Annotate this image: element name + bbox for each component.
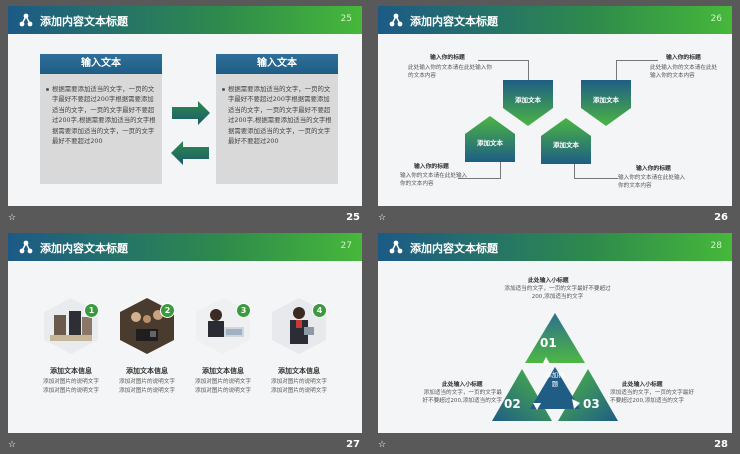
- item-desc: 添加对图片的说明文字添加对图片的说明文字: [271, 379, 327, 394]
- share-nodes-icon: [19, 240, 33, 254]
- pentagon-shape: [503, 80, 553, 126]
- share-nodes-icon: [389, 240, 403, 254]
- slide-canvas: 添加内容文本标题 26 添加文本 添加文本 添加文本 添加文本 输入你的标题 此…: [378, 6, 732, 206]
- right-box-text: 根据需要添加适当的文字，一页的文字最好不要超过200字根据需要添加适当的文字，一…: [228, 85, 332, 146]
- connector-line: [574, 178, 618, 179]
- slide-title: 添加内容文本标题: [40, 242, 128, 255]
- callout-head-2: 输入你的标题: [666, 55, 701, 61]
- item-title: 添加文本信息: [50, 367, 92, 375]
- right-box-title: 输入文本: [216, 54, 338, 74]
- right-box-body: 根据需要添加适当的文字，一页的文字最好不要超过200字根据需要添加适当的文字，一…: [216, 74, 338, 184]
- pentagon-shape: [541, 118, 591, 164]
- left-box-body: 根据需要添加适当的文字，一页的文字最好不要超过200字根据需要添加适当的文字，一…: [40, 74, 162, 184]
- slide-canvas: 添加内容文本标题 25 输入文本 根据需要添加适当的文字，一页的文字最好不要超过…: [8, 6, 362, 206]
- left-box-text: 根据需要添加适当的文字，一页的文字最好不要超过200字根据需要添加适当的文字，一…: [52, 85, 156, 146]
- shape-label-4: 添加文本: [553, 141, 579, 149]
- slide-title: 添加内容文本标题: [410, 15, 498, 28]
- connector-line: [574, 164, 575, 178]
- item-title: 添加文本信息: [278, 367, 320, 375]
- slide-page-number: 28: [710, 241, 722, 251]
- shape-label-2: 添加文本: [593, 96, 619, 104]
- pentagon-shape: [465, 116, 515, 162]
- callout-text-3: 输入你的文本请在此处输入你的文本内容: [400, 173, 468, 187]
- thumbnail-number: 25: [346, 212, 360, 223]
- slide-thumbnail-27[interactable]: 添加内容文本标题 27 1 添加文本信息 添加对图片的说明文字添加对图片的说明文…: [0, 227, 370, 454]
- slide-title: 添加内容文本标题: [40, 15, 128, 28]
- item-title: 添加文本信息: [126, 367, 168, 375]
- shape-label-1: 添加文本: [515, 96, 541, 104]
- triangle-label-03: 03: [583, 397, 600, 411]
- item-number-badge: 2: [160, 303, 175, 318]
- thumbnail-number: 28: [714, 439, 728, 450]
- connector-line: [458, 178, 501, 179]
- callout-head-1: 输入你的标题: [430, 55, 465, 61]
- triangle-cycle-diagram: [492, 313, 618, 421]
- left-note-head: 此处输入小标题: [442, 382, 483, 388]
- top-note-head: 此处输入小标题: [528, 278, 569, 284]
- triangle-top: [525, 313, 585, 363]
- thumbnail-number: 26: [714, 212, 728, 223]
- item-title: 添加文本信息: [202, 367, 244, 375]
- share-nodes-icon: [389, 13, 403, 27]
- slide-mark: ☆: [8, 440, 17, 450]
- slide-title: 添加内容文本标题: [410, 242, 498, 255]
- item-desc: 添加对图片的说明文字添加对图片的说明文字: [43, 379, 99, 394]
- slide-mark: ☆: [378, 440, 387, 450]
- slide-canvas: 添加内容文本标题 27 1 添加文本信息 添加对图片的说明文字添加对图片的说明文…: [8, 233, 362, 433]
- callout-head-4: 输入你的标题: [636, 166, 671, 172]
- slide-header: 添加内容文本标题 27: [8, 233, 362, 261]
- left-box-title: 输入文本: [40, 54, 162, 74]
- triangle-label-02: 02: [504, 397, 521, 411]
- arrows-icon: [171, 101, 210, 165]
- left-note-text: 添加适当的文字，一页的文字最好不要超过200,添加适当的文字: [422, 390, 502, 404]
- slide-mark: ☆: [378, 213, 387, 223]
- pentagon-diagram: [465, 80, 631, 164]
- callout-text-1: 此处输入你的文本请在此处输入你的文本内容: [408, 65, 492, 79]
- slide-page-number: 27: [340, 241, 352, 251]
- triangle-label-01: 01: [540, 336, 557, 350]
- bullet-dot: [46, 88, 49, 91]
- item-number-badge: 3: [236, 303, 251, 318]
- bullet-dot: [222, 88, 225, 91]
- thumbnail-number: 27: [346, 439, 360, 450]
- connector-line: [528, 60, 529, 80]
- connector-line: [478, 60, 528, 61]
- slide-thumbnail-26[interactable]: 添加内容文本标题 26 添加文本 添加文本 添加文本 添加文本 输入你的标题 此…: [370, 0, 740, 227]
- item-number-badge: 1: [84, 303, 99, 318]
- right-note-head: 此处输入小标题: [622, 382, 663, 388]
- connector-line: [500, 162, 501, 178]
- callout-text-4: 输入你的文本请在此处输入你的文本内容: [618, 175, 686, 189]
- slide-thumbnail-25[interactable]: 添加内容文本标题 25 输入文本 根据需要添加适当的文字，一页的文字最好不要超过…: [0, 0, 370, 227]
- connector-line: [616, 60, 617, 80]
- center-title: 添加标题: [545, 371, 565, 388]
- item-desc: 添加对图片的说明文字添加对图片的说明文字: [119, 379, 175, 394]
- slide-page-number: 25: [340, 14, 352, 24]
- slide-header: 添加内容文本标题 25: [8, 6, 362, 34]
- slide-header: 添加内容文本标题 28: [378, 233, 732, 261]
- slide-header: 添加内容文本标题 26: [378, 6, 732, 34]
- share-nodes-icon: [19, 13, 33, 27]
- triangle-center: [530, 367, 580, 409]
- item-number-badge: 4: [312, 303, 327, 318]
- slide-mark: ☆: [8, 213, 17, 223]
- slide-page-number: 26: [710, 14, 722, 24]
- callout-text-2: 此处输入你的文本请在此处输入你的文本内容: [650, 65, 718, 79]
- connector-line: [616, 60, 658, 61]
- shape-label-3: 添加文本: [477, 139, 503, 147]
- callout-head-3: 输入你的标题: [414, 164, 449, 170]
- item-desc: 添加对图片的说明文字添加对图片的说明文字: [195, 379, 251, 394]
- pentagon-shape: [581, 80, 631, 126]
- right-note-text: 添加适当的文字，一页的文字最好不要超过200,添加适当的文字: [610, 390, 694, 404]
